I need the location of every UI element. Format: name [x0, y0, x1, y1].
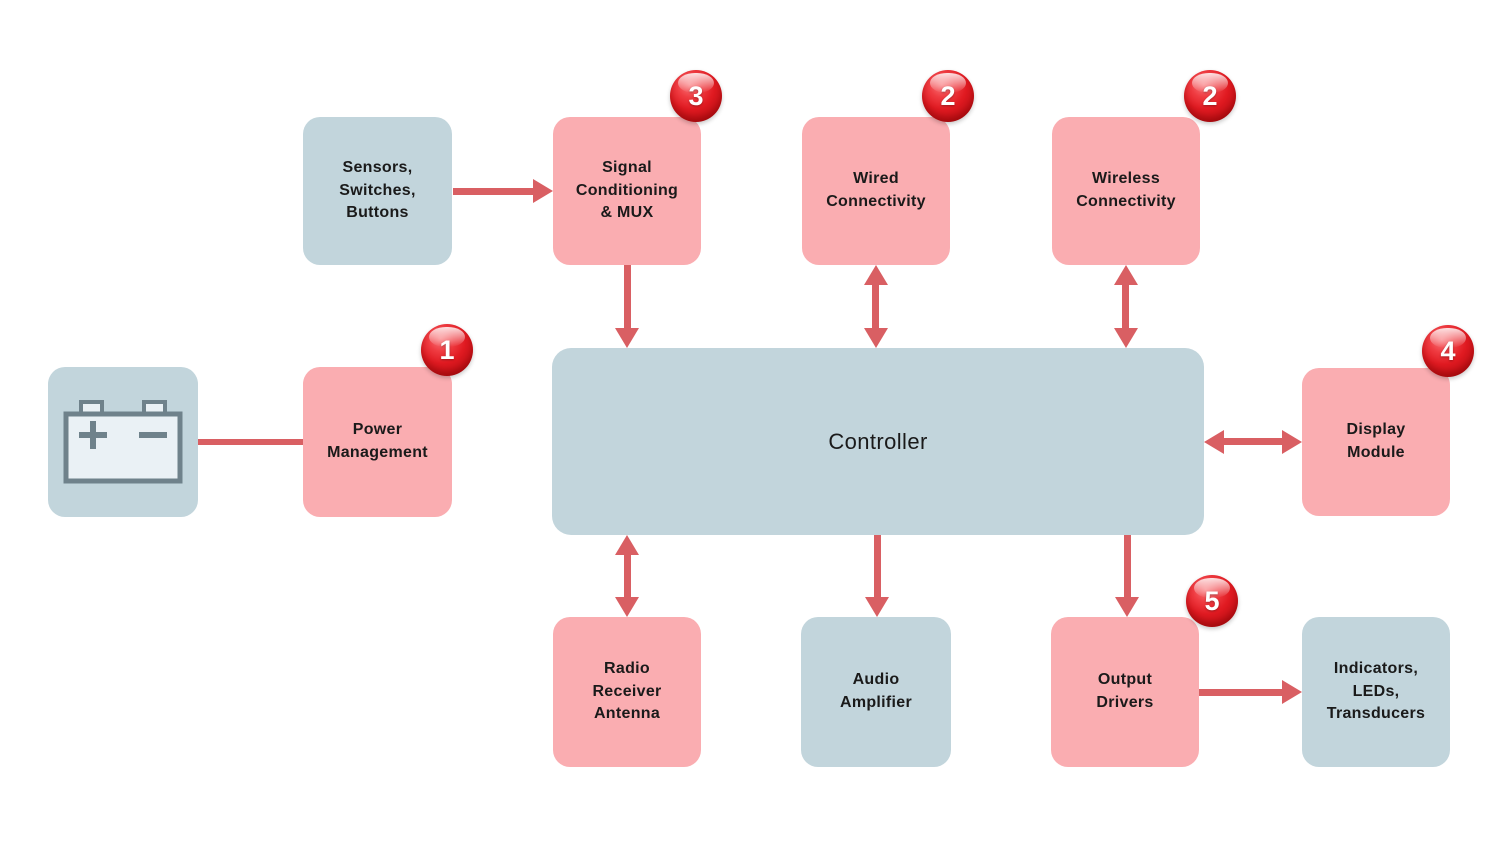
arrowhead-down [615, 597, 639, 617]
indicators-leds-transducers-label: Indicators, LEDs, Transducers [1326, 659, 1426, 723]
node-signal-conditioning-mux: Signal Conditioning & MUX [553, 117, 701, 265]
arrow-shaft [453, 188, 535, 195]
badge-step-4-number: 4 [1440, 335, 1456, 366]
arrowhead-up [615, 535, 639, 555]
node-radio-receiver-antenna: Radio Receiver Antenna [553, 617, 701, 767]
badge-step-2-wired: 2 [922, 70, 974, 122]
arrow-shaft [624, 553, 631, 599]
controller-label: Controller [828, 428, 928, 454]
signal-conditioning-mux-label: Signal Conditioning & MUX [575, 158, 679, 222]
arrow-shaft [1124, 535, 1131, 599]
badge-step-3: 3 [670, 70, 722, 122]
radio-receiver-antenna-label: Radio Receiver Antenna [592, 659, 662, 723]
arrow-shaft [874, 535, 881, 599]
node-wired-connectivity: Wired Connectivity [802, 117, 950, 265]
power-management-label: Power Management [327, 421, 428, 461]
badge-step-2-wired-number: 2 [940, 80, 956, 111]
badge-step-2-wireless-number: 2 [1202, 80, 1218, 111]
arrowhead-left [1204, 430, 1224, 454]
arrow-shaft [872, 283, 879, 331]
node-indicators-leds-transducers: Indicators, LEDs, Transducers [1302, 617, 1450, 767]
wired-connectivity-label: Wired Connectivity [826, 170, 926, 210]
badge-step-1-number: 1 [439, 334, 455, 365]
node-controller: Controller [552, 348, 1204, 535]
node-sensors-switches-buttons: Sensors, Switches, Buttons [303, 117, 452, 265]
sensors-switches-buttons-label: Sensors, Switches, Buttons [339, 158, 416, 222]
node-wireless-connectivity: Wireless Connectivity [1052, 117, 1200, 265]
arrow-shaft [1122, 283, 1129, 331]
audio-amplifier-label: Audio Amplifier [839, 671, 913, 711]
arrowhead-up [1114, 265, 1138, 285]
arrowhead-down [1115, 597, 1139, 617]
wireless-connectivity-label: Wireless Connectivity [1076, 170, 1176, 210]
connector-line [198, 439, 303, 445]
badge-step-3-number: 3 [688, 80, 704, 111]
node-battery [48, 367, 198, 517]
node-output-drivers: Output Drivers [1051, 617, 1199, 767]
arrowhead-down [1114, 328, 1138, 348]
node-power-management: Power Management [303, 367, 452, 517]
badge-step-2-wireless: 2 [1184, 70, 1236, 122]
arrowhead-down [865, 597, 889, 617]
arrow-shaft [624, 265, 631, 330]
badge-step-4: 4 [1422, 325, 1474, 377]
node-display-module: Display Module [1302, 368, 1450, 516]
arrow-shaft [1222, 438, 1284, 445]
arrowhead-down [615, 328, 639, 348]
arrowhead-up [864, 265, 888, 285]
battery-icon [63, 400, 183, 484]
arrowhead-right [1282, 430, 1302, 454]
arrowhead-right [533, 179, 553, 203]
arrowhead-right [1282, 680, 1302, 704]
arrow-shaft [1199, 689, 1284, 696]
node-audio-amplifier: Audio Amplifier [801, 617, 951, 767]
badge-step-5-number: 5 [1204, 585, 1220, 616]
output-drivers-label: Output Drivers [1096, 671, 1154, 711]
arrowhead-down [864, 328, 888, 348]
badge-step-5: 5 [1186, 575, 1238, 627]
display-module-label: Display Module [1346, 421, 1406, 461]
badge-step-1: 1 [421, 324, 473, 376]
